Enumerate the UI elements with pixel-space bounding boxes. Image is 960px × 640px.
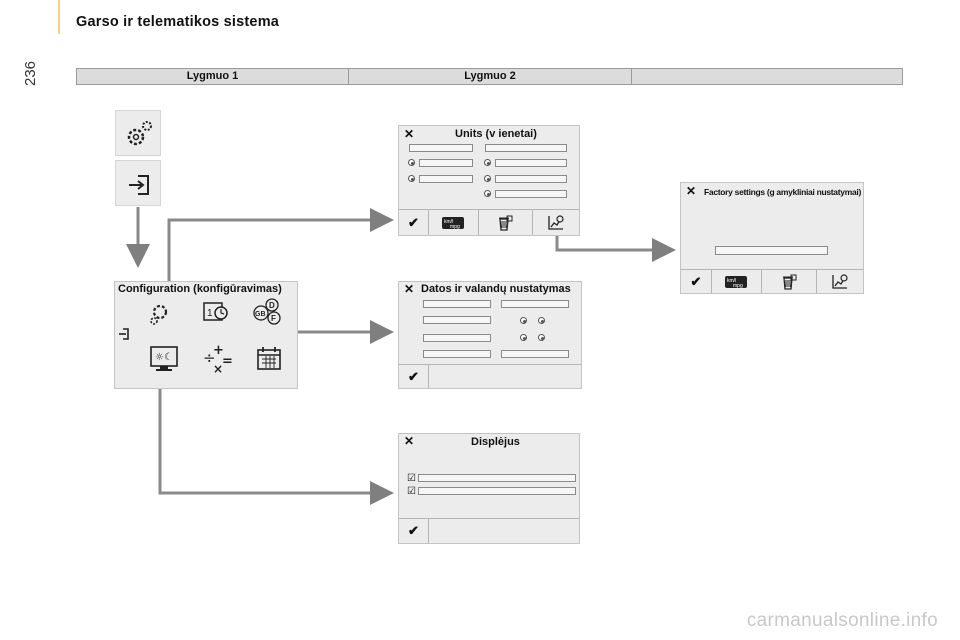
- configuration-title: Configuration (konfigūravimas): [118, 283, 282, 295]
- display-option[interactable]: [418, 487, 576, 495]
- chart-gear-icon: [547, 214, 564, 230]
- datetime-panel: ✕ Datos ir valandų nustatymas ✔: [398, 281, 582, 389]
- checkmark-icon: ✔: [690, 273, 702, 289]
- confirm-button[interactable]: ✔: [399, 519, 429, 543]
- sync-radio[interactable]: [520, 334, 527, 341]
- arrow-configuration-to-display: [158, 382, 394, 505]
- sync-radio[interactable]: [538, 334, 545, 341]
- time-field[interactable]: [501, 300, 569, 308]
- gears-icon[interactable]: [147, 298, 177, 326]
- arrow-units-to-factory: [555, 236, 676, 262]
- level-1-header: Lygmuo 1: [77, 69, 349, 84]
- confirm-button[interactable]: ✔: [681, 270, 712, 293]
- close-icon[interactable]: ✕: [404, 434, 415, 448]
- languages-icon[interactable]: D GB F: [249, 296, 285, 326]
- date-format-field[interactable]: [423, 316, 491, 324]
- close-icon[interactable]: ✕: [686, 184, 697, 198]
- svg-text:mpg: mpg: [733, 283, 743, 289]
- time-format-radio[interactable]: [538, 317, 545, 324]
- gears-icon: [127, 121, 152, 146]
- checkbox-icon[interactable]: ☑: [407, 473, 416, 484]
- factory-settings-button[interactable]: [532, 210, 579, 235]
- back-icon[interactable]: [117, 326, 131, 342]
- sync-field[interactable]: [423, 334, 491, 342]
- display-option[interactable]: [418, 474, 576, 482]
- units-option[interactable]: [495, 190, 567, 198]
- level-2-header: Lygmuo 2: [349, 69, 632, 84]
- units-radio[interactable]: [484, 175, 491, 182]
- units-option[interactable]: [495, 175, 567, 183]
- datetime-field[interactable]: [423, 350, 491, 358]
- header-accent-bar: [58, 0, 60, 34]
- trash-icon: [499, 215, 513, 231]
- units-option[interactable]: [495, 159, 567, 167]
- datetime-footer: ✔: [399, 364, 581, 388]
- checkbox-icon[interactable]: ☑: [407, 486, 416, 497]
- calculator-icon[interactable]: ÷ + = ×: [203, 343, 235, 375]
- svg-text:=: =: [222, 354, 233, 369]
- display-title: Displėjus: [471, 436, 520, 448]
- close-icon[interactable]: ✕: [404, 127, 415, 141]
- configuration-panel: Configuration (konfigūravimas) 1 D GB F …: [114, 281, 298, 389]
- svg-text:÷: ÷: [203, 349, 216, 367]
- factory-settings-title: Factory settings (g amykliniai nustatyma…: [704, 187, 861, 197]
- svg-text:F: F: [271, 314, 276, 323]
- page-title: Garso ir telematikos sistema: [76, 14, 280, 30]
- watermark: carmanualsonline.info: [746, 610, 938, 631]
- units-radio[interactable]: [408, 159, 415, 166]
- date-field[interactable]: [423, 300, 491, 308]
- units-field[interactable]: [409, 144, 473, 152]
- units-option[interactable]: [419, 175, 473, 183]
- enter-arrow-icon: [129, 175, 149, 195]
- svg-text:+: +: [213, 343, 224, 358]
- svg-text:☼☾: ☼☾: [155, 352, 173, 363]
- datetime-field[interactable]: [501, 350, 569, 358]
- svg-text:GB: GB: [255, 311, 266, 318]
- confirm-button[interactable]: ✔: [399, 210, 429, 235]
- svg-text:km/l: km/l: [727, 278, 736, 284]
- settings-tile[interactable]: [115, 110, 161, 156]
- svg-text:1: 1: [207, 308, 213, 319]
- factory-settings-field[interactable]: [715, 246, 828, 255]
- svg-text:×: ×: [213, 362, 223, 375]
- display-icon[interactable]: ☼☾: [149, 345, 179, 373]
- checkmark-icon: ✔: [408, 214, 419, 230]
- units-option[interactable]: [419, 159, 473, 167]
- checkmark-icon: ✔: [408, 368, 419, 384]
- svg-text:D: D: [269, 301, 275, 310]
- close-icon[interactable]: ✕: [404, 282, 415, 296]
- level-header-table: Lygmuo 1 Lygmuo 2: [76, 68, 903, 85]
- units-field[interactable]: [485, 144, 567, 152]
- factory-settings-button[interactable]: [816, 270, 863, 293]
- factory-settings-panel: ✕ Factory settings (g amykliniai nustaty…: [680, 182, 864, 294]
- time-format-radio[interactable]: [520, 317, 527, 324]
- reset-button[interactable]: [478, 210, 533, 235]
- enter-tile[interactable]: [115, 160, 161, 206]
- confirm-button[interactable]: ✔: [399, 365, 429, 388]
- svg-text:mpg: mpg: [450, 224, 460, 230]
- svg-text:km/l: km/l: [444, 219, 453, 225]
- display-footer: ✔: [399, 518, 579, 543]
- reset-button[interactable]: [761, 270, 817, 293]
- units-radio[interactable]: [408, 175, 415, 182]
- datetime-title: Datos ir valandų nustatymas: [421, 283, 571, 295]
- calendar-icon[interactable]: [255, 345, 283, 373]
- clock-calendar-icon[interactable]: 1: [201, 299, 231, 325]
- units-title: Units (v ienetai): [455, 128, 537, 140]
- trash-icon: [782, 274, 796, 290]
- chart-gear-icon: [831, 273, 848, 289]
- units-radio[interactable]: [484, 190, 491, 197]
- arrow-configuration-to-units: [167, 208, 394, 296]
- checkmark-icon: ✔: [408, 523, 419, 538]
- display-panel: ✕ Displėjus ☑ ☑ ✔: [398, 433, 580, 544]
- units-radio[interactable]: [484, 159, 491, 166]
